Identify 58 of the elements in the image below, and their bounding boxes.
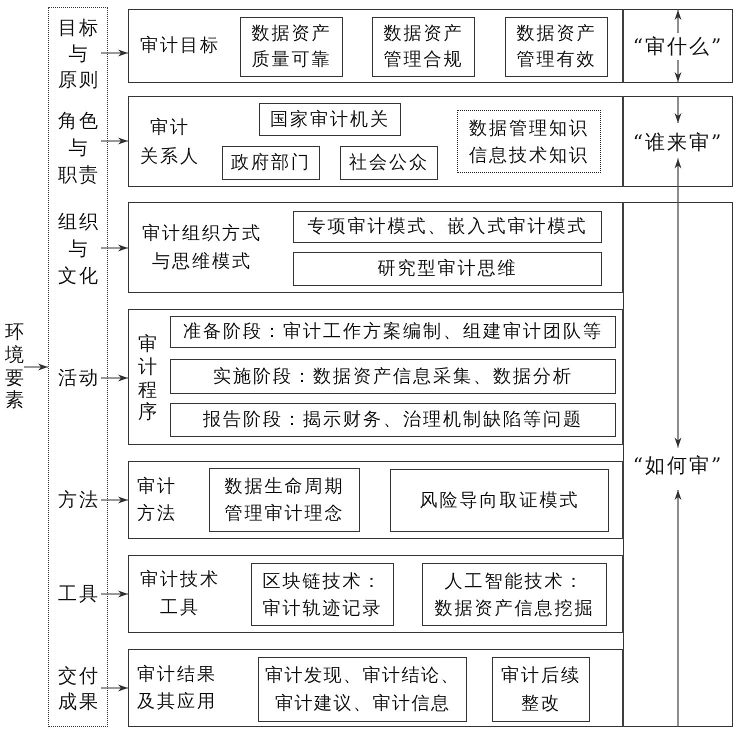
scope-label: “如何审” [632,452,724,478]
item-box: 区块链技术：审计轨迹记录 [251,563,394,626]
scope-panel [623,202,733,727]
arrow [101,50,128,56]
section-panel [128,202,623,293]
section-panel [128,555,623,633]
item-box: 政府部门 [222,146,320,180]
section-title: 审计组织方式与思维模式 [141,222,263,274]
item-box: 数据资产管理有效 [505,17,608,77]
section-title: 审计结果及其应用 [137,663,217,714]
arrow [24,364,48,370]
aspect-label: 角色与职责 [57,108,101,189]
item-box: 专项审计模式、嵌入式审计模式 [293,211,602,243]
item-box: 审计后续整改 [492,657,590,722]
item-box: 实施阶段：数据资产信息采集、数据分析 [170,359,616,394]
section-panel [128,461,623,539]
section-title: 审计关系人 [139,116,201,169]
aspect-label: 方法 [57,487,101,513]
aspect-label: 组织与文化 [57,209,101,290]
section-panel [128,649,623,727]
aspect-label: 交付成果 [57,663,101,715]
arrow [101,684,128,692]
item-box: 社会公众 [340,146,438,180]
item-box: 准备阶段：审计工作方案编制、组建审计团队等 [170,316,616,348]
scope-panel [623,9,733,83]
arrow [674,158,682,448]
section-panel [128,9,623,83]
item-box: 人工智能技术：数据资产信息挖掘 [422,563,607,626]
section-title: 审计程序 [138,333,157,424]
arrow [101,374,128,382]
aspect-label: 活动 [57,365,101,391]
item-text: 数据管理知识 [469,116,589,140]
section-title: 审计目标 [140,34,220,58]
section-panel [128,96,623,187]
item-box: 报告阶段：揭示财务、治理机制缺陷等问题 [170,403,616,437]
side-label: 环境要素 [5,321,24,412]
item-text: 信息技术知识 [469,144,589,168]
arrow [101,244,128,252]
dotted-box [457,110,601,173]
aspect-label: 工具 [57,581,101,607]
scope-label: “审什么” [632,33,724,59]
item-box: 数据资产质量可靠 [240,17,343,77]
arrow [101,590,128,598]
item-box: 数据生命周期管理审计理念 [209,468,360,532]
item-box: 风险导向取证模式 [390,469,609,532]
arrow [101,138,128,144]
aspect-label: 目标与原则 [57,15,101,93]
section-title: 审计方法 [137,475,177,526]
scope-panel [623,96,733,187]
item-box: 数据资产管理合规 [372,17,475,77]
item-box: 国家审计机关 [259,103,401,136]
section-title: 审计技术工具 [139,568,221,620]
item-box: 研究型审计思维 [293,252,602,286]
scope-label: “谁来审” [632,128,724,154]
section-panel [128,309,623,445]
arrow [101,496,128,504]
item-box: 审计发现、审计结论、审计建议、审计信息 [258,657,467,722]
dotted-frame [48,7,108,727]
